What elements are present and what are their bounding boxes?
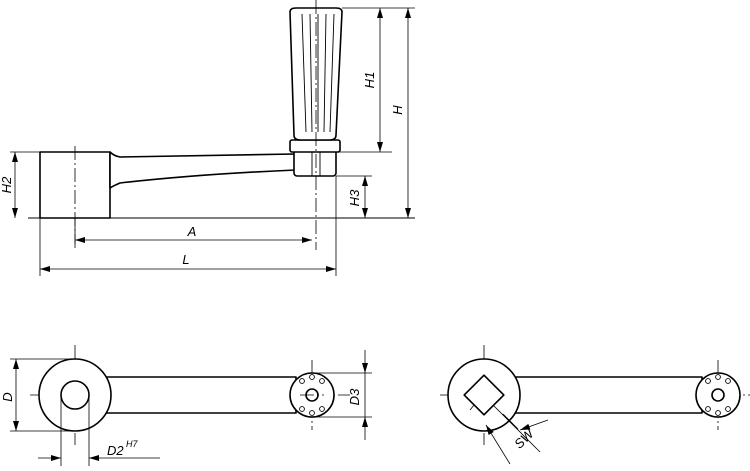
- handle-collar: [289, 139, 341, 153]
- pivot-end-top-square: [695, 372, 741, 418]
- crank-arm: [109, 151, 297, 189]
- dim-label-L: L: [182, 252, 189, 267]
- arm-top-square: [513, 376, 703, 414]
- dim-label-D2: D2: [107, 443, 124, 458]
- arm-top: [103, 376, 297, 414]
- side-view: H2 H1 H H3 A L: [0, 0, 415, 276]
- dim-label-D: D: [0, 392, 15, 401]
- top-view-square: SW: [440, 345, 750, 465]
- hub-top: [38, 358, 112, 432]
- dim-label-SW: SW: [511, 425, 538, 452]
- dim-label-A: A: [187, 224, 197, 239]
- dim-label-D2-tolerance: H7: [126, 439, 138, 449]
- dim-label-H3: H3: [347, 189, 362, 206]
- dim-label-H2: H2: [0, 176, 14, 193]
- hub-top-square: [447, 358, 521, 432]
- pivot-block: [293, 149, 337, 177]
- dim-label-D3: D3: [347, 388, 362, 405]
- square-bore: [463, 374, 505, 416]
- top-view-bore: D D2 H7 D3: [0, 345, 372, 466]
- dim-label-H1: H1: [362, 72, 377, 89]
- dim-label-H: H: [390, 105, 405, 115]
